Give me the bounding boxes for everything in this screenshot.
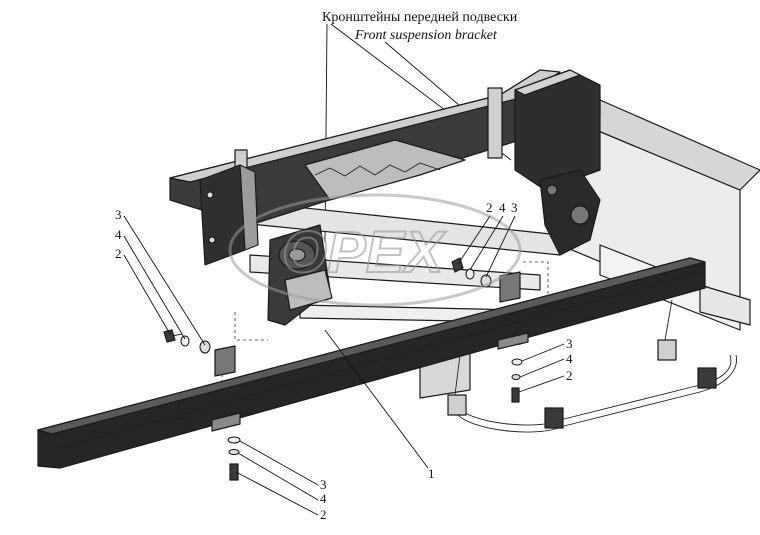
callouts-center: 2 4 3 xyxy=(457,200,518,278)
callout-right-2: 2 xyxy=(566,368,573,383)
callout-center-2: 2 xyxy=(486,200,493,215)
right-bracket xyxy=(514,69,601,256)
callouts-right: 3 4 2 xyxy=(518,336,573,393)
callout-spring-1: 1 xyxy=(428,466,435,481)
fasteners-center xyxy=(451,257,492,288)
callouts-bottom: 3 4 2 xyxy=(235,440,327,522)
callout-right-3: 3 xyxy=(566,336,573,351)
fasteners-right xyxy=(511,358,523,403)
callout-center-3: 3 xyxy=(511,200,518,215)
callout-left-3: 3 xyxy=(115,207,122,222)
callout-center-4: 4 xyxy=(499,200,506,215)
callout-bottom-2: 2 xyxy=(320,507,327,522)
fasteners-bottom xyxy=(227,436,241,481)
title-english: Front suspension bracket xyxy=(354,28,498,43)
callout-bottom-3: 3 xyxy=(320,477,327,492)
callout-spring: 1 xyxy=(324,329,435,481)
leaf-spring xyxy=(37,257,706,469)
title-russian: Кронштейны передней подвески xyxy=(322,10,518,25)
callouts-left: 3 4 2 xyxy=(115,207,206,346)
callout-bottom-4: 4 xyxy=(320,491,327,506)
watermark: OPEX xyxy=(228,193,522,307)
callout-left-4: 4 xyxy=(115,227,122,242)
stabilizer-bar xyxy=(447,299,737,433)
callout-right-4: 4 xyxy=(566,351,573,366)
callout-left-2: 2 xyxy=(115,246,122,261)
watermark-text: OPEX xyxy=(282,220,446,285)
fasteners-left xyxy=(163,329,211,354)
